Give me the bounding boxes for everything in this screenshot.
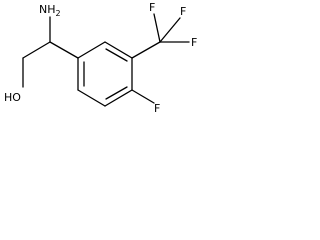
bond-ring-to-fluorine — [131, 89, 155, 104]
trifluoromethyl-group — [131, 13, 190, 59]
ring-bond-c1-c2 — [77, 41, 106, 59]
hydroxyl-label: HO — [4, 91, 21, 104]
ring-double-bond-c2-c3 — [105, 48, 128, 62]
molecule-structure: NH2 HO F F F F — [4, 1, 197, 115]
cf3-fluorine-top-left-label: F — [149, 1, 155, 14]
ring-fluorine-label: F — [154, 102, 160, 115]
bond-ring-to-alpha-carbon — [49, 41, 79, 59]
ring-bond-c5-c6 — [77, 89, 106, 107]
ring-double-bond-c4-c5 — [105, 86, 128, 100]
side-chain — [22, 16, 79, 88]
ring-bond-c4-c5 — [104, 89, 133, 107]
bond-alpha-carbon-to-ch2 — [22, 41, 51, 59]
cf3-fluorine-right-label: F — [191, 36, 197, 49]
ring-bond-c2-c3 — [104, 41, 133, 59]
cf3-fluorine-top-right-label: F — [180, 5, 186, 18]
amine-label: NH2 — [39, 3, 61, 18]
bond-ring-to-cf3-carbon — [131, 41, 161, 59]
bond-cf3-to-f-top-left — [153, 13, 161, 43]
bond-cf3-to-f-top-right — [159, 17, 181, 43]
benzene-ring — [77, 41, 133, 107]
